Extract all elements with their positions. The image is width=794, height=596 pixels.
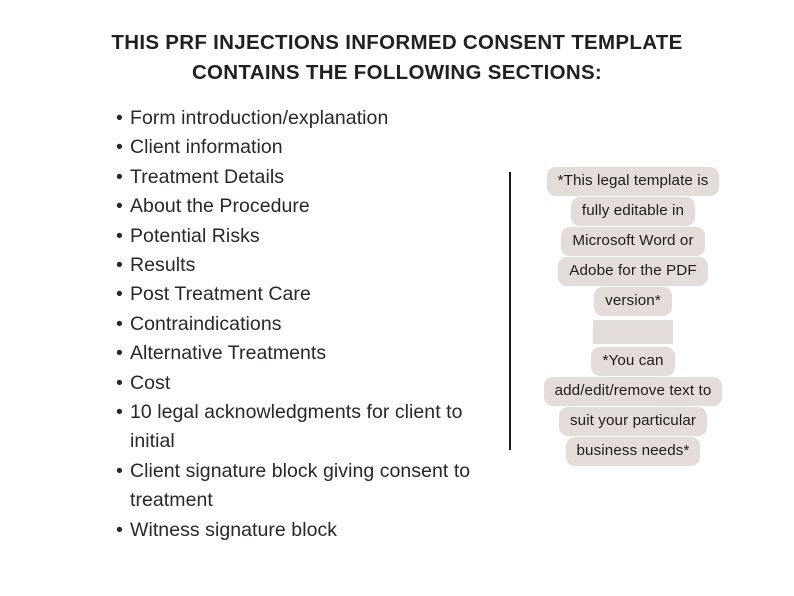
list-item: • Client signature block giving consent t… — [113, 457, 505, 516]
list-item-label: Form introduction/explanation — [130, 107, 389, 129]
callout-connector-fill — [593, 320, 673, 344]
list-item: • Contraindications — [113, 310, 505, 339]
list-item: • Post Treatment Care — [113, 280, 505, 309]
bullet-icon: • — [116, 224, 123, 247]
list-item-label: 10 legal acknowledgments for client to i… — [130, 401, 463, 453]
list-item: • Potential Risks — [113, 222, 505, 251]
list-item: • 10 legal acknowledgments for client to … — [113, 398, 505, 457]
bullet-icon: • — [116, 107, 123, 129]
callout-connector — [505, 316, 761, 346]
list-item-label: Client information — [130, 136, 283, 159]
list-item: • Alternative Treatments — [113, 339, 505, 368]
list-item: • Cost — [113, 369, 505, 398]
list-item-label: Cost — [130, 371, 171, 394]
list-item-label: Results — [130, 254, 196, 277]
bullet-icon: • — [116, 195, 123, 218]
sections-list: • Form introduction/explanation • Client in… — [113, 104, 505, 545]
page-title-line-2: CONTAINS THE FOLLOWING SECTIONS: — [191, 61, 603, 84]
list-item: • Client information — [113, 133, 505, 162]
callout-note1-line: fully editable in — [505, 196, 761, 226]
bullet-icon: • — [116, 254, 123, 277]
callout-note2-line: business needs* — [505, 436, 761, 466]
list-item: • Form introduction/explanation — [113, 104, 505, 133]
callout-note1-line: version* — [505, 286, 761, 316]
bullet-icon: • — [116, 136, 123, 159]
bullet-icon: • — [116, 283, 123, 306]
page-title: THIS PRF INJECTIONS INFORMED CONSENT TEM… — [0, 28, 794, 88]
callout-note1-line: *This legal template is — [505, 166, 761, 196]
list-item: • About the Procedure — [113, 192, 505, 221]
list-item: • Witness signature block — [113, 516, 505, 545]
callout-line-text: *You can — [591, 346, 675, 376]
callout-line-text: business needs* — [565, 436, 701, 466]
bullet-icon: • — [116, 518, 123, 541]
callout-line-text: version* — [594, 287, 672, 316]
callout-note2-line: suit your particular — [505, 406, 761, 436]
list-item-label: Post Treatment Care — [130, 283, 311, 306]
list-item-label: Treatment Details — [130, 165, 285, 188]
bullet-icon: • — [116, 342, 123, 365]
callout-line-text: *This legal template is — [546, 167, 720, 196]
list-item: • Results — [113, 251, 505, 280]
list-item: • Treatment Details — [113, 163, 505, 192]
list-item-label: About the Procedure — [130, 195, 310, 218]
bullet-icon: • — [116, 371, 123, 394]
bullet-icon: • — [116, 312, 123, 335]
list-item-label: Client signature block giving consent to… — [130, 459, 471, 512]
callout-line-text: add/edit/remove text to — [543, 376, 723, 406]
bullet-icon: • — [116, 165, 123, 188]
list-item-label: Potential Risks — [130, 224, 260, 247]
callout-line-text: suit your particular — [558, 406, 708, 436]
list-item-label: Alternative Treatments — [130, 342, 327, 365]
callout-note1-line: Microsoft Word or — [505, 226, 761, 256]
vertical-divider — [509, 172, 511, 450]
callout-note2-line: add/edit/remove text to — [505, 376, 761, 406]
callout-note1-line: Adobe for the PDF — [505, 256, 761, 286]
callout-note2-line: *You can — [505, 346, 761, 376]
page-title-line-1: THIS PRF INJECTIONS INFORMED CONSENT TEM… — [111, 31, 683, 54]
callout-line-text: Microsoft Word or — [561, 227, 705, 256]
bullet-icon: • — [116, 459, 123, 482]
callout-line-text: Adobe for the PDF — [558, 257, 708, 286]
list-item-label: Contraindications — [130, 312, 282, 335]
callout-line-text: fully editable in — [570, 197, 696, 226]
bullet-icon: • — [116, 401, 123, 424]
list-item-label: Witness signature block — [130, 518, 338, 541]
